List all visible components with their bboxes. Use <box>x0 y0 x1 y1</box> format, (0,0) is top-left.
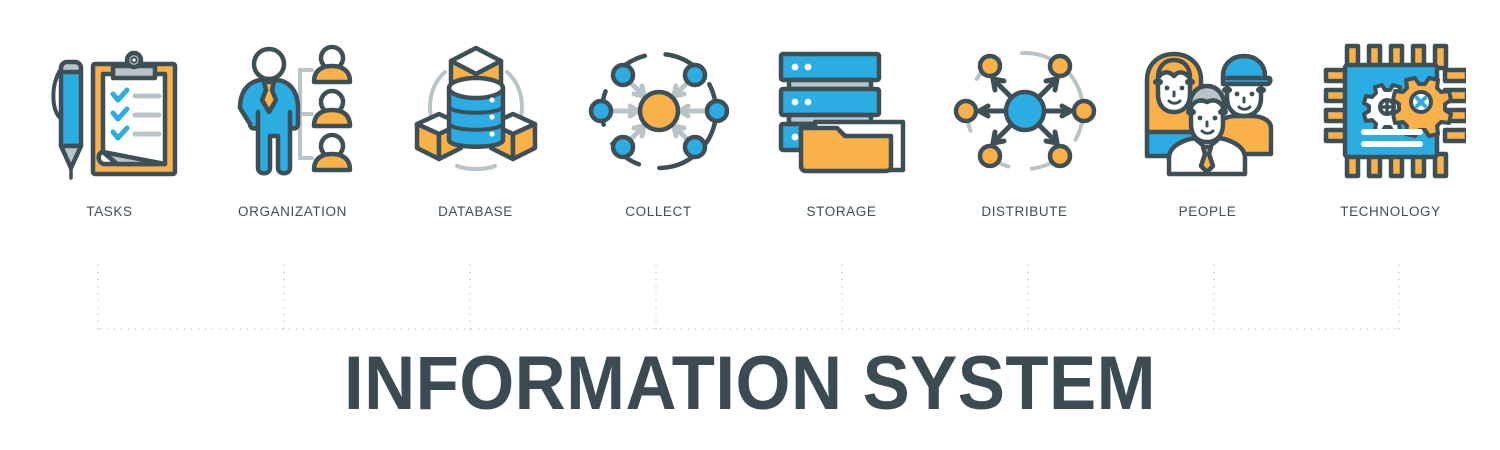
item-technology[interactable]: TECHNOLOGY <box>1299 36 1482 219</box>
grid-divider <box>1027 262 1029 330</box>
org-chart-people-icon <box>218 36 368 186</box>
grid-divider <box>841 262 843 330</box>
item-tasks[interactable]: TASKS <box>18 36 201 219</box>
collect-hub-inbound-icon <box>584 36 734 186</box>
grid-baseline <box>97 328 1400 330</box>
item-label: DISTRIBUTE <box>981 204 1068 219</box>
microchip-gears-icon <box>1316 36 1466 186</box>
dotted-grid <box>97 262 1400 330</box>
items-row: TASKS <box>0 36 1500 219</box>
grid-divider <box>1398 262 1400 330</box>
grid-divider <box>655 262 657 330</box>
item-organization[interactable]: ORGANIZATION <box>201 36 384 219</box>
server-folder-icon <box>767 36 917 186</box>
people-group-icon <box>1133 36 1283 186</box>
item-collect[interactable]: COLLECT <box>567 36 750 219</box>
item-label: PEOPLE <box>1178 204 1237 219</box>
grid-divider <box>97 262 99 330</box>
distribute-hub-outbound-icon <box>950 36 1100 186</box>
item-label: TASKS <box>86 204 133 219</box>
item-label: DATABASE <box>438 204 513 219</box>
item-label: STORAGE <box>806 204 877 219</box>
database-cubes-icon <box>401 36 551 186</box>
item-people[interactable]: PEOPLE <box>1116 36 1299 219</box>
grid-divider <box>1213 262 1215 330</box>
item-label: ORGANIZATION <box>238 204 347 219</box>
clipboard-pen-icon <box>35 36 185 186</box>
item-label: COLLECT <box>625 204 692 219</box>
item-distribute[interactable]: DISTRIBUTE <box>933 36 1116 219</box>
grid-divider <box>283 262 285 330</box>
page-title: INFORMATION SYSTEM <box>343 341 1157 426</box>
item-storage[interactable]: STORAGE <box>750 36 933 219</box>
grid-divider <box>469 262 471 330</box>
item-database[interactable]: DATABASE <box>384 36 567 219</box>
item-label: TECHNOLOGY <box>1340 204 1441 219</box>
